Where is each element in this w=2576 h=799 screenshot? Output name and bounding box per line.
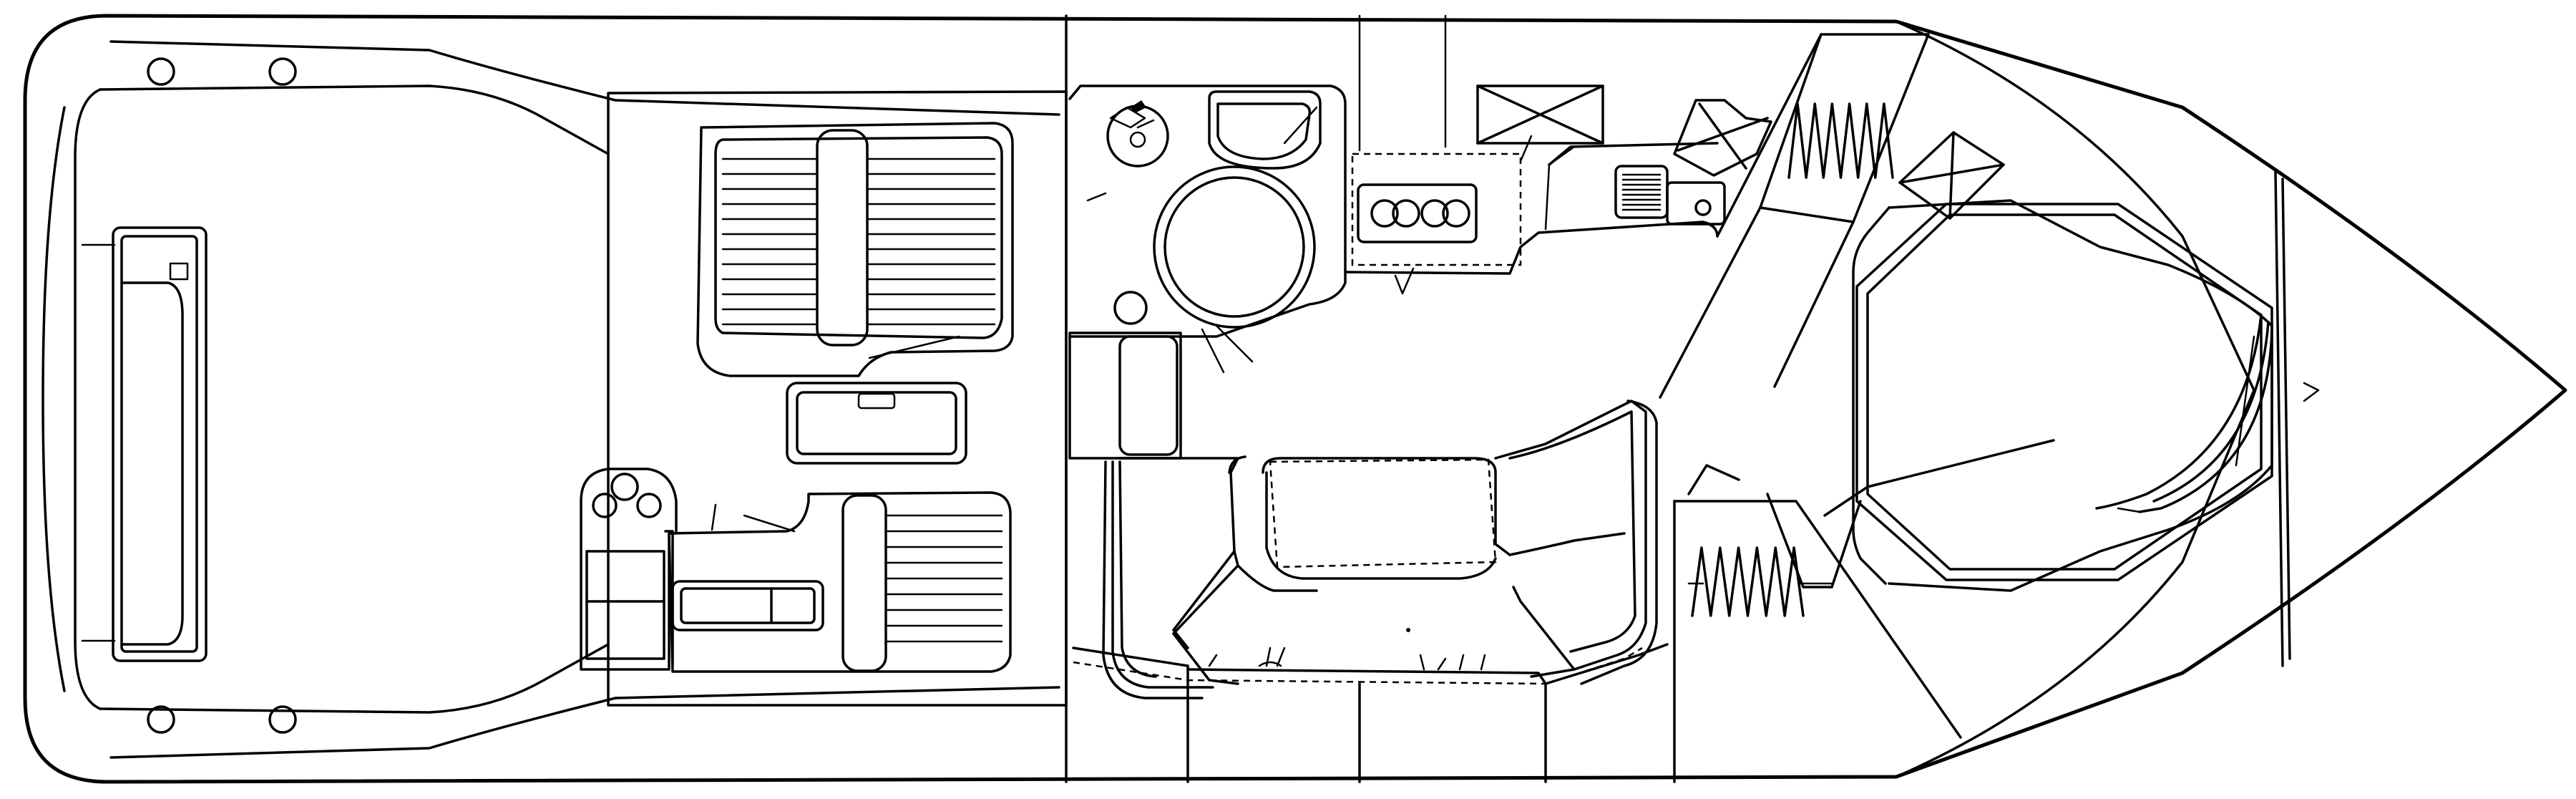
cleats bbox=[147, 57, 297, 734]
seat-lower-slats bbox=[886, 514, 1003, 643]
zigzag-step-lower bbox=[1691, 546, 1805, 617]
cockpit-seat-lower bbox=[668, 491, 1012, 673]
hull bbox=[23, 14, 2567, 784]
cleat bbox=[147, 57, 175, 86]
locker-crossed bbox=[1673, 99, 1772, 177]
dinette-settee bbox=[1172, 400, 1658, 685]
cockpit bbox=[580, 90, 1068, 707]
helm-console bbox=[671, 580, 824, 631]
forward-partitions bbox=[1673, 170, 2320, 783]
cockpit-seat-upper bbox=[696, 122, 1014, 377]
cleat bbox=[147, 705, 175, 734]
galley bbox=[1344, 135, 1726, 295]
zigzag-step-upper bbox=[1787, 102, 1894, 179]
dinette-table bbox=[1262, 457, 1511, 580]
galley-sink bbox=[1666, 181, 1726, 226]
sink-grid bbox=[1614, 165, 1669, 219]
v-berth bbox=[1852, 199, 2273, 592]
seat-upper-slats bbox=[721, 158, 996, 326]
head-compartment bbox=[1068, 84, 1347, 374]
sink bbox=[1106, 100, 1169, 168]
cleat bbox=[268, 705, 297, 734]
shower bbox=[1086, 165, 1316, 374]
locker-crossed bbox=[1476, 84, 1604, 145]
salon bbox=[1068, 331, 1669, 783]
toilet bbox=[1208, 90, 1322, 170]
cleat bbox=[268, 57, 297, 86]
transom-bench bbox=[81, 226, 208, 662]
cockpit-hatch bbox=[786, 382, 967, 465]
helm-station bbox=[580, 468, 824, 671]
companionway bbox=[1659, 33, 1930, 399]
cooktop bbox=[1357, 183, 1478, 243]
storage-lockers bbox=[1476, 84, 2005, 220]
sink-grid-lines bbox=[1621, 173, 1662, 211]
